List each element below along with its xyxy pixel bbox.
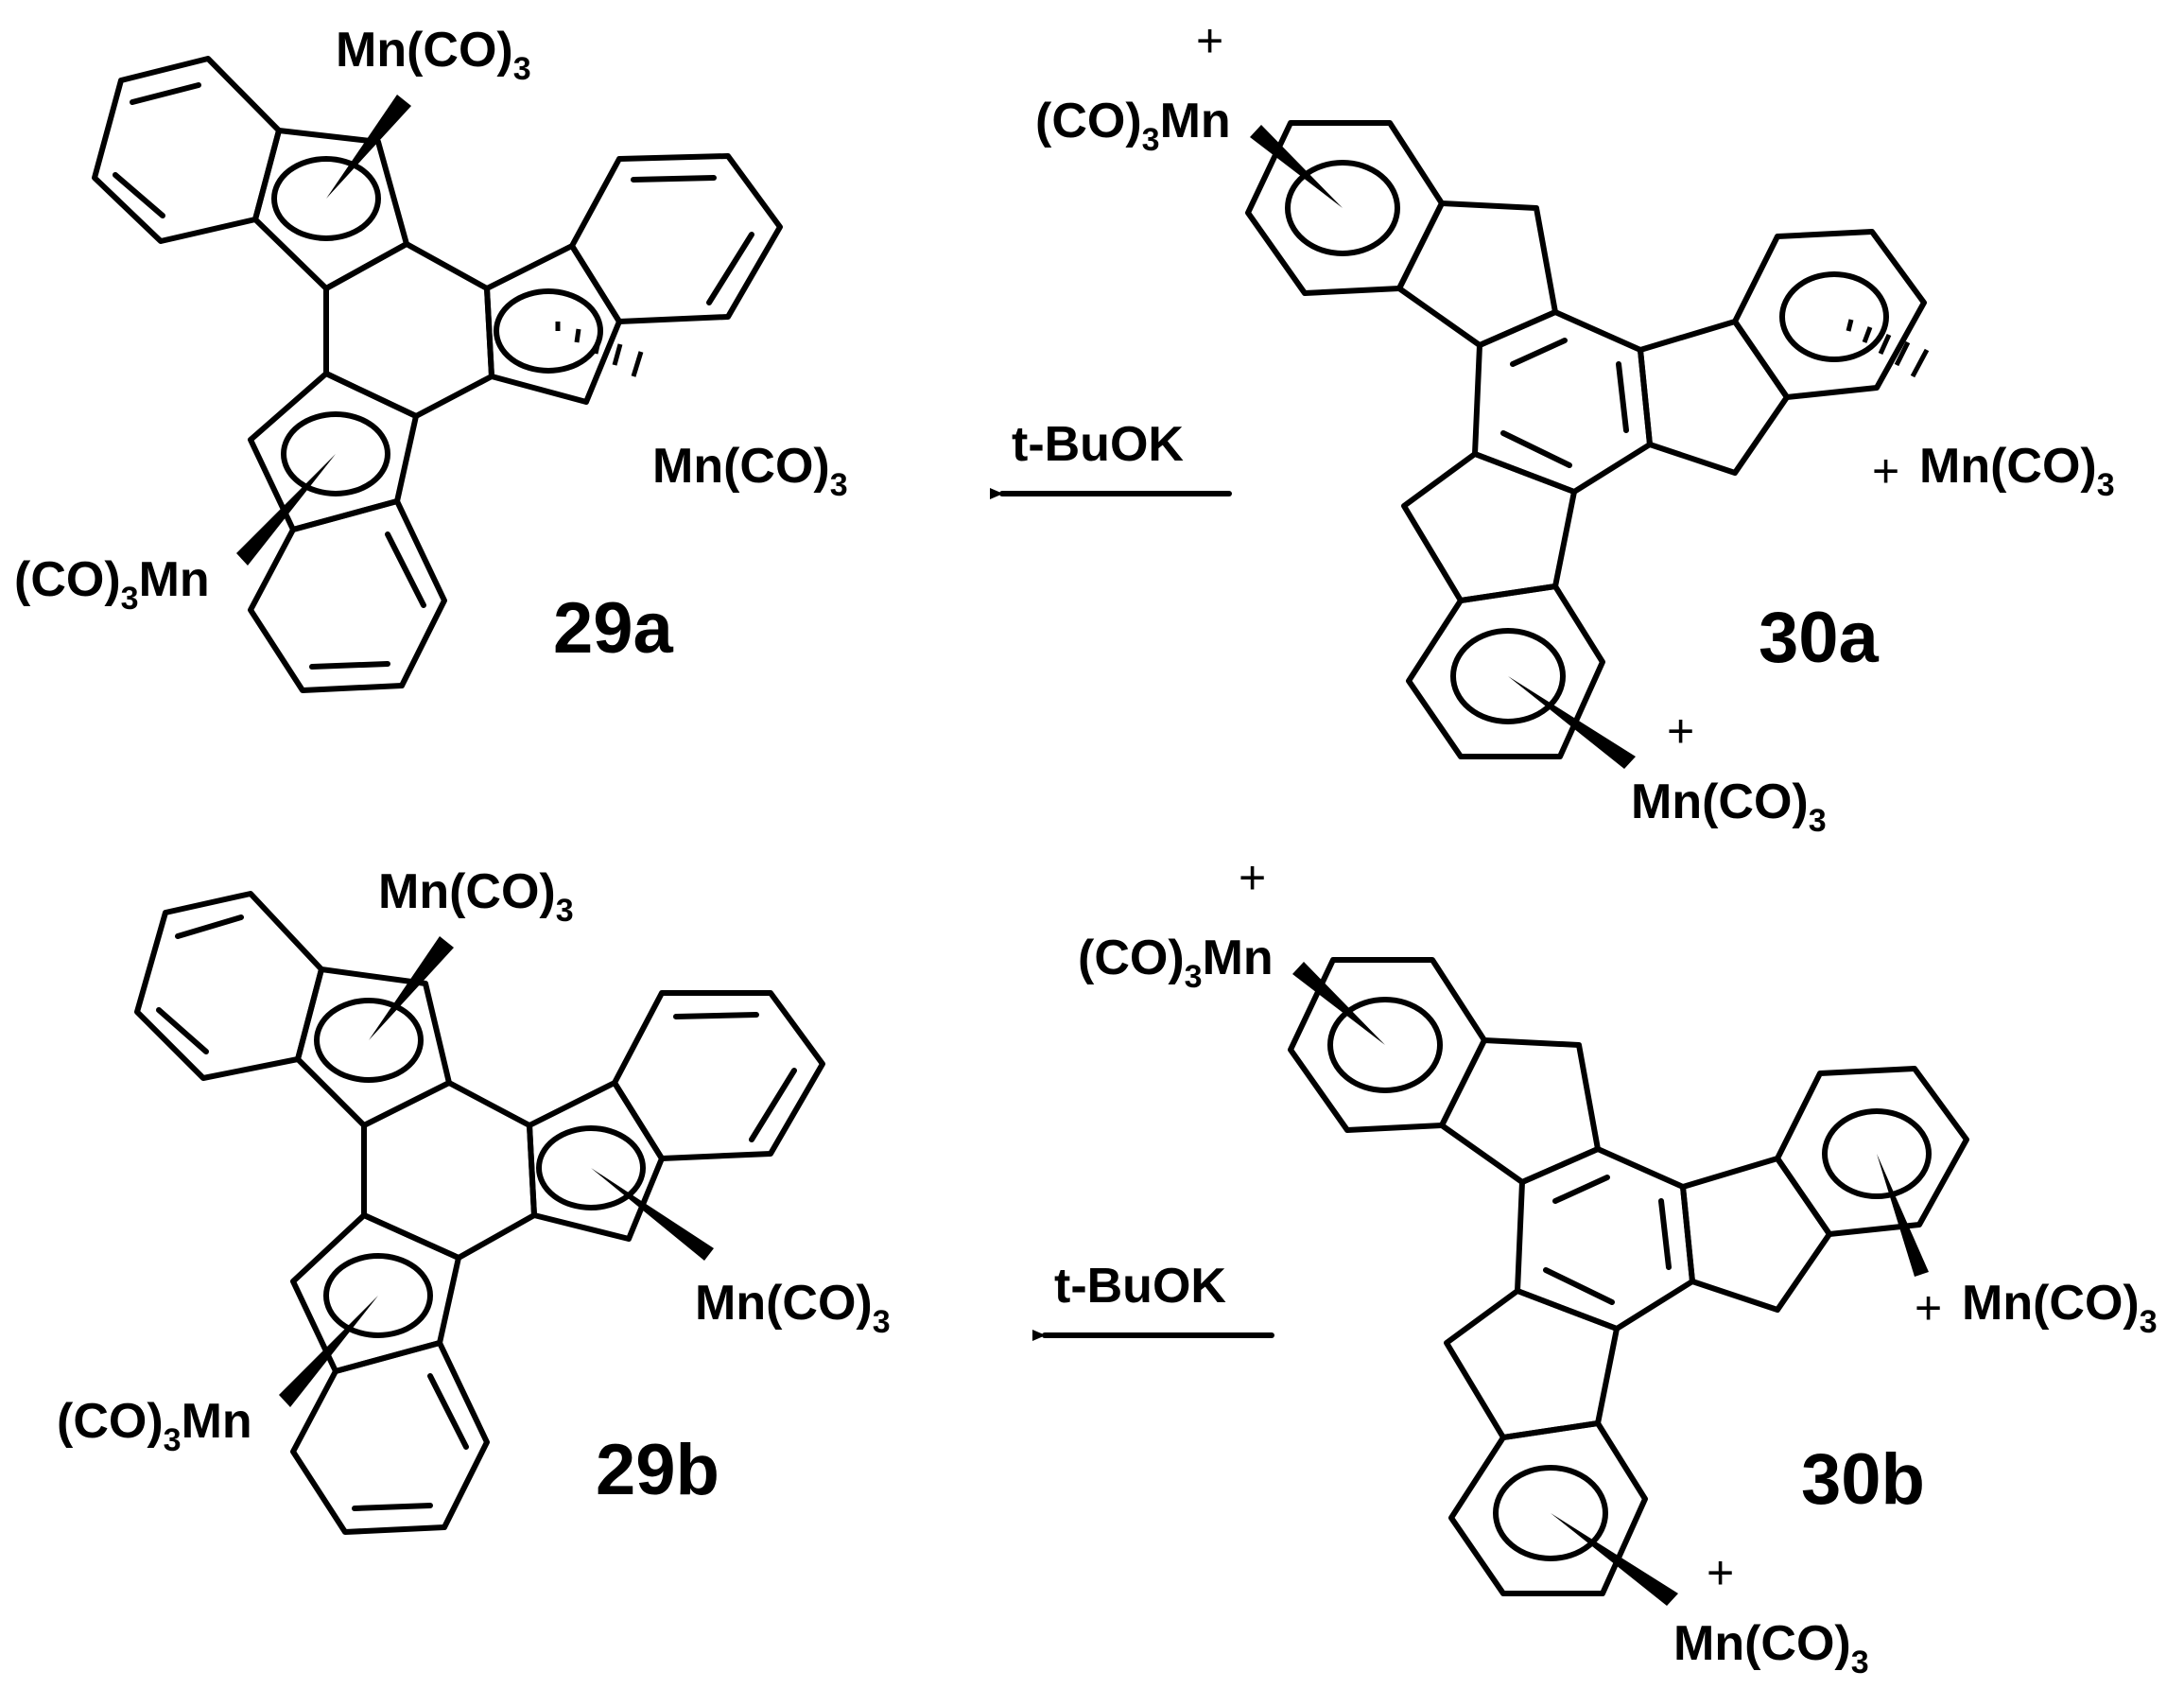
compound-label-30a: 30a: [1759, 598, 1880, 678]
molecule-29a: [92, 56, 783, 693]
molecule-30b: [1288, 957, 1969, 1606]
reagent-label-top: t-BuOK: [1012, 417, 1184, 472]
reagent-label-bottom: t-BuOK: [1054, 1259, 1226, 1314]
charge-30a-top: +: [1196, 14, 1223, 67]
mn-label-29b-left: (CO)3Mn: [57, 1394, 252, 1458]
compound-label-29a: 29a: [553, 588, 674, 669]
mn-label-30a-top: (CO)3Mn: [1035, 94, 1231, 158]
molecule-29b: [134, 891, 825, 1535]
charge-30b-right: +: [1915, 1281, 1942, 1334]
molecule-30a: [1245, 120, 1930, 769]
mn-label-30a-bottom: Mn(CO)3: [1631, 775, 1827, 839]
mn-label-29b-right: Mn(CO)3: [695, 1276, 891, 1340]
hashed-bond: [555, 322, 644, 377]
mn-label-29b-top: Mn(CO)3: [378, 864, 574, 929]
charge-30b-bottom: +: [1707, 1546, 1734, 1599]
compound-label-29b: 29b: [596, 1430, 719, 1510]
mn-label-30a-right: Mn(CO)3: [1919, 439, 2115, 503]
mn-label-30b-bottom: Mn(CO)3: [1673, 1616, 1869, 1680]
hashed-bond: [1846, 319, 1930, 378]
mn-label-29a-right: Mn(CO)3: [652, 439, 848, 503]
mn-label-30b-right: Mn(CO)3: [1962, 1276, 2158, 1340]
mn-label-29a-left: (CO)3Mn: [14, 552, 210, 617]
charge-30a-bottom: +: [1667, 705, 1694, 757]
mn-label-29a-top: Mn(CO)3: [336, 23, 531, 87]
charge-30a-right: +: [1872, 444, 1899, 497]
compound-label-30b: 30b: [1801, 1439, 1925, 1520]
charge-30b-top: +: [1239, 851, 1266, 904]
mn-label-30b-top: (CO)3Mn: [1078, 931, 1274, 995]
